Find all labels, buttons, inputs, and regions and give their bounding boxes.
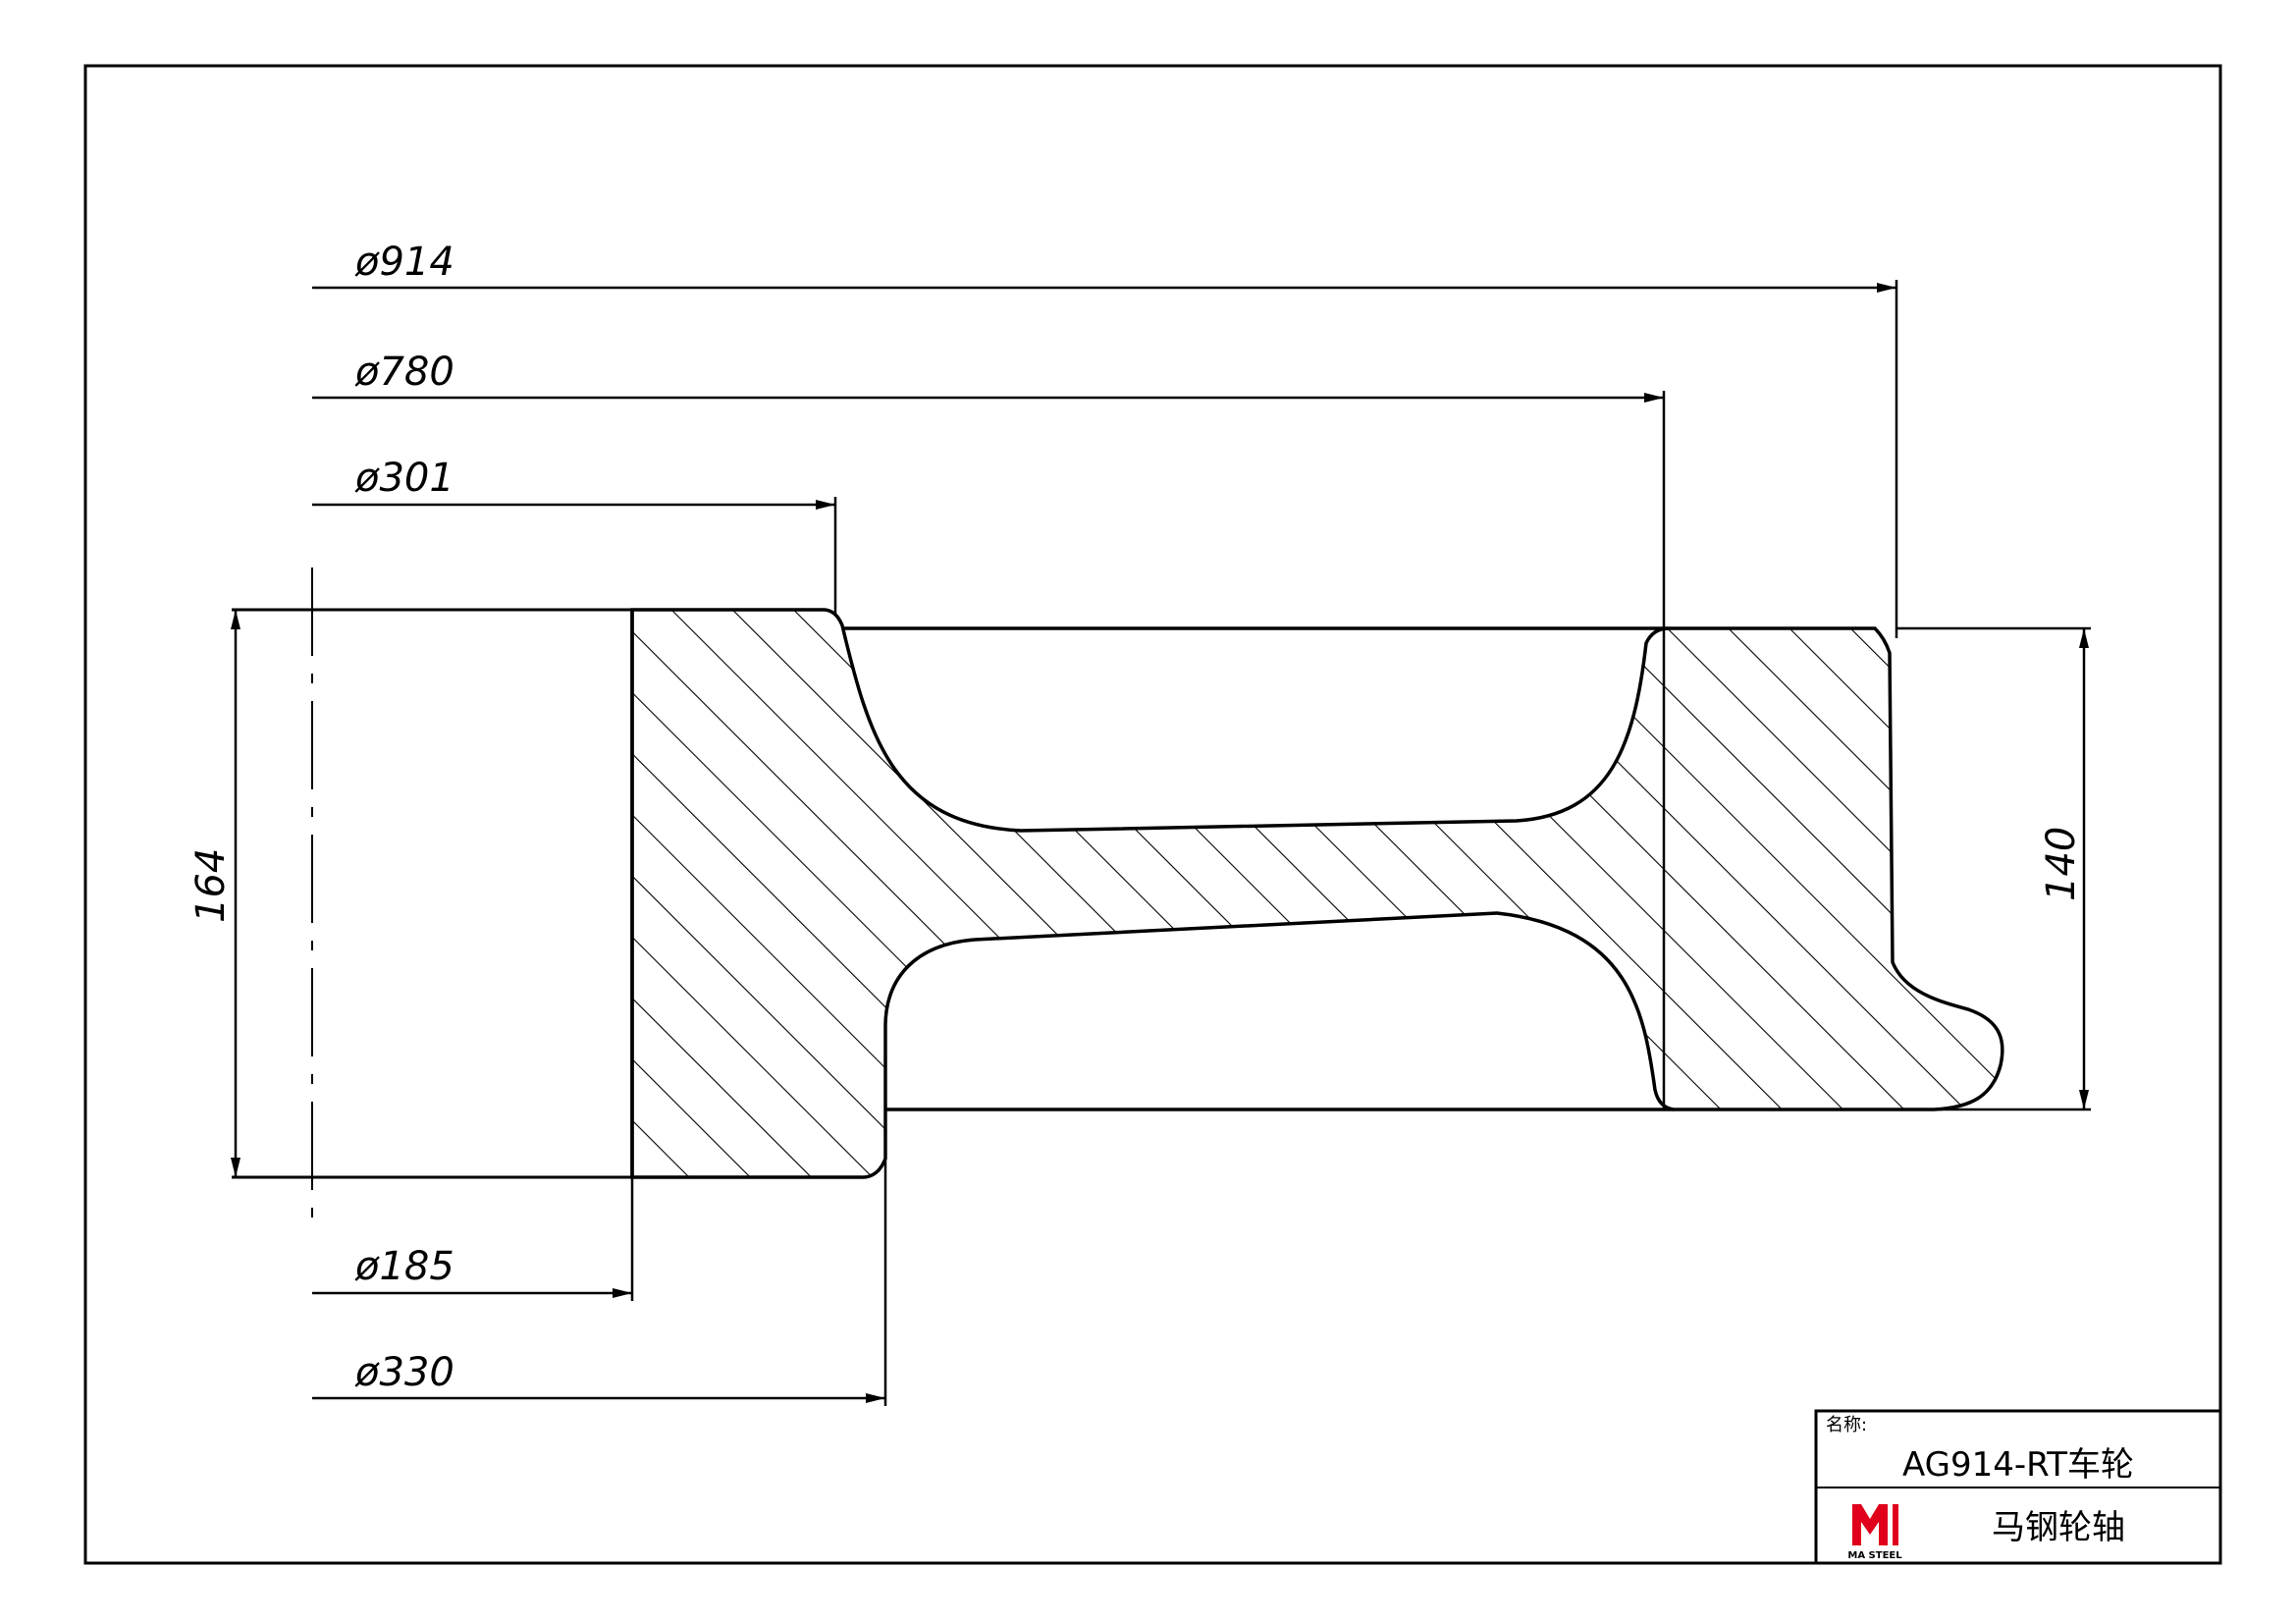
dim-label-914: ø914 [354, 240, 454, 285]
logo-text: MA STEEL [1847, 1550, 1902, 1561]
sheet-border [83, 64, 2222, 1565]
wheel-cross-section [630, 608, 2004, 1179]
dim-label-185: ø185 [354, 1244, 454, 1289]
dim-label-330: ø330 [354, 1350, 454, 1395]
dim-label-780: ø780 [354, 350, 454, 395]
title-part-name: AG914-RT车轮 [1902, 1445, 2134, 1485]
title-company: 马钢轮轴 [1992, 1508, 2125, 1547]
dim-label-140: 140 [2039, 827, 2084, 901]
dim-label-301: ø301 [354, 456, 454, 501]
title-name-label: 名称: [1826, 1415, 1867, 1435]
title-block: 名称: AG914-RT车轮 MA STEEL 马钢轮轴 [1814, 1409, 2222, 1565]
ma-steel-logo: MA STEEL [1847, 1504, 1902, 1561]
dim-label-164: 164 [188, 848, 234, 923]
